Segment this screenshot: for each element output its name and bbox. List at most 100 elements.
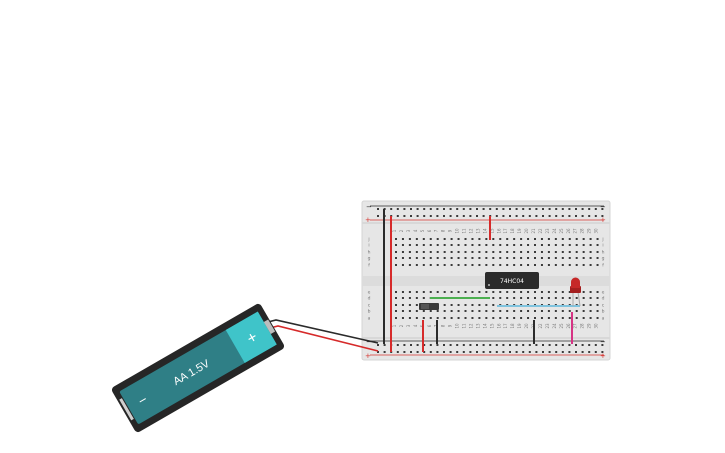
breadboard-hole[interactable] (395, 244, 397, 246)
breadboard-hole[interactable] (485, 304, 488, 306)
breadboard-hole[interactable] (596, 291, 599, 293)
breadboard-hole[interactable] (464, 257, 467, 259)
breadboard-hole[interactable] (568, 291, 571, 293)
rail-hole[interactable] (522, 344, 525, 346)
rail-hole[interactable] (561, 208, 564, 210)
breadboard-hole[interactable] (575, 310, 578, 312)
rail-hole[interactable] (396, 215, 399, 217)
rail-hole[interactable] (423, 351, 426, 353)
breadboard-hole[interactable] (506, 264, 509, 266)
breadboard-hole[interactable] (471, 251, 474, 253)
breadboard-hole[interactable] (540, 251, 543, 253)
rail-hole[interactable] (561, 351, 564, 353)
breadboard-hole[interactable] (464, 238, 467, 240)
breadboard-hole[interactable] (589, 304, 592, 306)
breadboard-hole[interactable] (464, 244, 467, 246)
rail-hole[interactable] (594, 215, 597, 217)
breadboard-hole[interactable] (471, 310, 474, 312)
breadboard-hole[interactable] (471, 238, 474, 240)
breadboard-hole[interactable] (429, 310, 432, 312)
breadboard-hole[interactable] (436, 291, 439, 293)
breadboard-hole[interactable] (499, 251, 502, 253)
breadboard-hole[interactable] (471, 264, 474, 266)
rail-hole[interactable] (568, 208, 571, 210)
rail-hole[interactable] (476, 208, 478, 210)
rail-hole[interactable] (396, 351, 399, 353)
rail-hole[interactable] (588, 215, 591, 217)
breadboard-hole[interactable] (450, 251, 453, 253)
breadboard-hole[interactable] (582, 257, 585, 259)
rail-hole[interactable] (601, 344, 604, 346)
rail-hole[interactable] (588, 208, 591, 210)
breadboard-hole[interactable] (464, 317, 467, 319)
breadboard-hole[interactable] (485, 244, 488, 246)
breadboard-hole[interactable] (436, 244, 439, 246)
rail-hole[interactable] (403, 208, 406, 210)
rail-hole[interactable] (482, 344, 485, 346)
breadboard-hole[interactable] (534, 251, 536, 253)
breadboard-hole[interactable] (527, 264, 530, 266)
breadboard-hole[interactable] (422, 264, 425, 266)
rail-hole[interactable] (482, 215, 485, 217)
breadboard-hole[interactable] (395, 238, 397, 240)
breadboard-hole[interactable] (582, 251, 585, 253)
breadboard-hole[interactable] (575, 257, 578, 259)
breadboard-hole[interactable] (506, 238, 509, 240)
breadboard-hole[interactable] (568, 244, 571, 246)
breadboard-hole[interactable] (422, 317, 425, 319)
breadboard-hole[interactable] (450, 257, 453, 259)
rail-hole[interactable] (469, 208, 472, 210)
breadboard-hole[interactable] (415, 251, 418, 253)
rail-hole[interactable] (436, 351, 439, 353)
rail-hole[interactable] (502, 344, 505, 346)
breadboard-hole[interactable] (457, 264, 460, 266)
breadboard-hole[interactable] (589, 297, 592, 299)
breadboard-hole[interactable] (450, 264, 453, 266)
rail-hole[interactable] (456, 208, 459, 210)
rail-hole[interactable] (528, 351, 531, 353)
breadboard-hole[interactable] (582, 238, 585, 240)
rail-hole[interactable] (528, 215, 531, 217)
rail-hole[interactable] (383, 351, 386, 353)
rail-hole[interactable] (403, 344, 406, 346)
rail-hole[interactable] (377, 351, 379, 353)
breadboard-hole[interactable] (457, 244, 460, 246)
breadboard-hole[interactable] (492, 257, 495, 259)
rail-hole[interactable] (601, 351, 604, 353)
breadboard-hole[interactable] (540, 291, 543, 293)
breadboard-hole[interactable] (457, 310, 460, 312)
rail-hole[interactable] (509, 351, 511, 353)
breadboard-hole[interactable] (485, 264, 488, 266)
breadboard-hole[interactable] (499, 291, 502, 293)
breadboard-hole[interactable] (554, 317, 557, 319)
breadboard-hole[interactable] (596, 238, 599, 240)
breadboard-hole[interactable] (478, 257, 481, 259)
rail-hole[interactable] (476, 344, 478, 346)
breadboard-hole[interactable] (534, 244, 536, 246)
rail-hole[interactable] (575, 208, 577, 210)
breadboard-hole[interactable] (429, 251, 432, 253)
breadboard-hole[interactable] (415, 310, 418, 312)
rail-hole[interactable] (575, 344, 577, 346)
breadboard-hole[interactable] (395, 317, 397, 319)
breadboard-hole[interactable] (478, 251, 481, 253)
breadboard-hole[interactable] (589, 317, 592, 319)
breadboard-hole[interactable] (540, 317, 543, 319)
breadboard-hole[interactable] (436, 238, 439, 240)
breadboard-hole[interactable] (506, 291, 509, 293)
breadboard-hole[interactable] (596, 244, 599, 246)
rail-hole[interactable] (489, 208, 492, 210)
breadboard-hole[interactable] (429, 244, 432, 246)
rail-hole[interactable] (522, 351, 525, 353)
breadboard-hole[interactable] (589, 291, 592, 293)
breadboard-hole[interactable] (492, 297, 495, 299)
breadboard-hole[interactable] (596, 310, 599, 312)
breadboard-hole[interactable] (395, 257, 397, 259)
rail-hole[interactable] (594, 351, 597, 353)
breadboard-hole[interactable] (554, 238, 557, 240)
rail-hole[interactable] (548, 351, 551, 353)
breadboard-hole[interactable] (568, 251, 571, 253)
battery-lead-black[interactable] (267, 319, 379, 344)
breadboard-hole[interactable] (443, 304, 446, 306)
breadboard-hole[interactable] (499, 297, 502, 299)
